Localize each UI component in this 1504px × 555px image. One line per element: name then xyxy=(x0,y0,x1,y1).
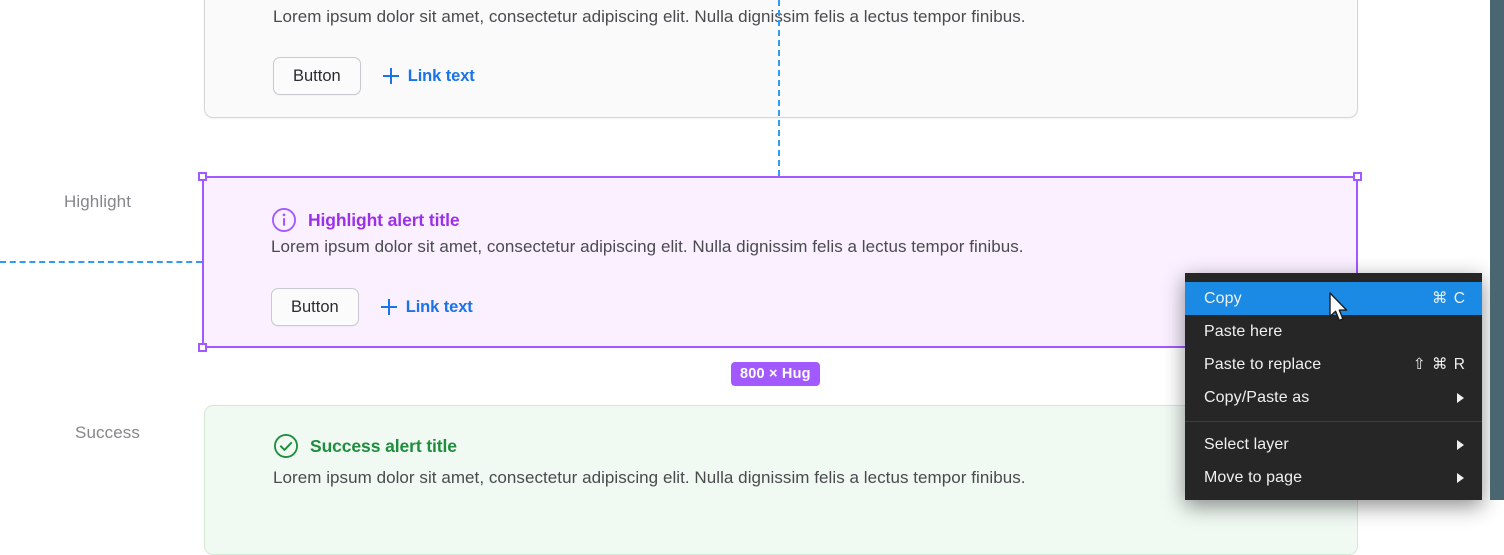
chevron-right-icon xyxy=(1457,439,1464,450)
context-menu-item-move-to-page[interactable]: Move to page xyxy=(1185,461,1482,494)
alignment-guide-horizontal xyxy=(0,261,202,263)
alert-actions: Button Link text xyxy=(273,57,475,95)
alert-button[interactable]: Button xyxy=(271,288,359,326)
context-menu-item-label: Select layer xyxy=(1204,435,1289,453)
context-menu-item-label: Move to page xyxy=(1204,468,1303,486)
alert-link-label: Link text xyxy=(407,66,475,85)
alert-body-text: Lorem ipsum dolor sit amet, consectetur … xyxy=(273,468,1026,487)
context-menu[interactable]: Copy ⌘ C Paste here Paste to replace ⇧ ⌘… xyxy=(1185,273,1482,500)
context-menu-separator xyxy=(1185,421,1482,422)
context-menu-item-copy-paste-as[interactable]: Copy/Paste as xyxy=(1185,381,1482,414)
alert-button[interactable]: Button xyxy=(273,57,361,95)
context-menu-item-paste-to-replace[interactable]: Paste to replace ⇧ ⌘ R xyxy=(1185,348,1482,381)
alert-link[interactable]: Link text xyxy=(382,66,475,86)
plus-icon xyxy=(380,299,397,315)
alert-actions: Button Link text xyxy=(271,288,473,326)
alert-title-row: Success alert title xyxy=(273,431,457,461)
alert-title-row: Highlight alert title xyxy=(271,199,460,241)
alert-card-neutral[interactable]: Lorem ipsum dolor sit amet, consectetur … xyxy=(204,0,1358,118)
check-circle-icon xyxy=(274,434,298,458)
context-menu-item-shortcut: ⌘ C xyxy=(1432,290,1466,307)
context-menu-item-label: Copy xyxy=(1204,289,1242,307)
chevron-right-icon xyxy=(1457,472,1464,483)
alert-title: Highlight alert title xyxy=(308,209,460,230)
alignment-guide-vertical xyxy=(778,0,780,176)
alert-title: Success alert title xyxy=(310,435,457,456)
context-menu-item-label: Paste to replace xyxy=(1204,355,1322,373)
alert-body-text: Lorem ipsum dolor sit amet, consectetur … xyxy=(271,237,1024,256)
chevron-right-icon xyxy=(1457,392,1464,403)
info-circle-icon xyxy=(272,208,296,232)
row-label-success: Success xyxy=(75,423,140,442)
right-edge-strip xyxy=(1490,0,1504,500)
context-menu-item-select-layer[interactable]: Select layer xyxy=(1185,428,1482,461)
plus-icon xyxy=(382,68,399,84)
context-menu-item-label: Copy/Paste as xyxy=(1204,388,1310,406)
alert-body-text: Lorem ipsum dolor sit amet, consectetur … xyxy=(273,7,1026,26)
alert-link-label: Link text xyxy=(405,297,473,316)
context-menu-item-label: Paste here xyxy=(1204,322,1283,340)
context-menu-item-paste-here[interactable]: Paste here xyxy=(1185,315,1482,348)
row-label-highlight: Highlight xyxy=(64,192,132,211)
alert-link[interactable]: Link text xyxy=(380,297,473,317)
size-badge: 800 × Hug xyxy=(731,362,820,386)
context-menu-item-shortcut: ⇧ ⌘ R xyxy=(1412,356,1466,373)
alert-card-highlight[interactable]: Highlight alert title Lorem ipsum dolor … xyxy=(202,176,1358,348)
context-menu-item-copy[interactable]: Copy ⌘ C xyxy=(1185,282,1482,315)
